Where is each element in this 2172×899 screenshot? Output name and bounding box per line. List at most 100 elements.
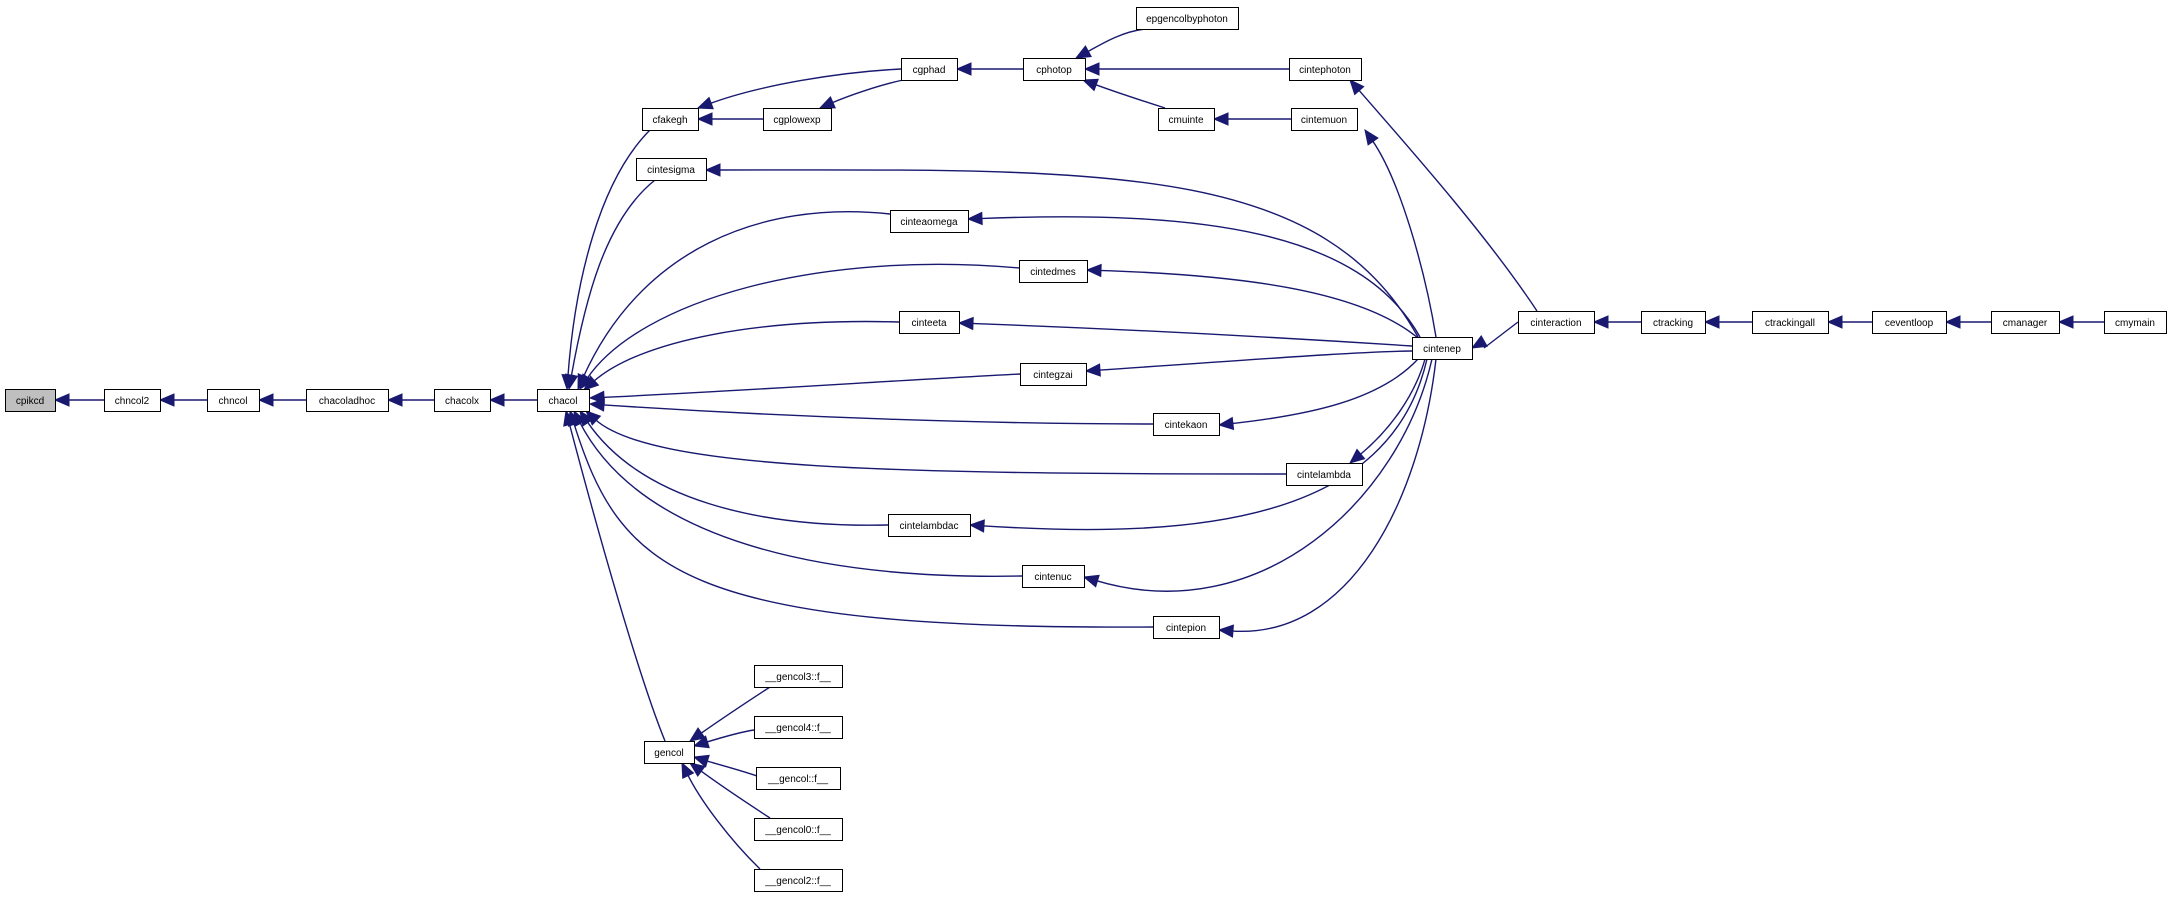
edge-line bbox=[717, 169, 1419, 338]
edge-cintenep-to-cintedmes bbox=[1085, 263, 1419, 339]
node-cintelambdac[interactable]: cintelambdac bbox=[888, 514, 971, 537]
node-chncol2[interactable]: chncol2 bbox=[104, 389, 161, 412]
node-chacoladhoc[interactable]: chacoladhoc bbox=[306, 389, 389, 412]
node-label: cintepion bbox=[1166, 623, 1206, 634]
node-gencol2[interactable]: __gencol2::f__ bbox=[754, 869, 843, 892]
edge-line bbox=[594, 418, 1287, 475]
node-chacolx[interactable]: chacolx bbox=[434, 389, 491, 412]
node-box bbox=[888, 514, 971, 537]
edge-cintelambdac-to-chacol bbox=[579, 409, 889, 526]
edge-line bbox=[592, 320, 900, 383]
node-cmanager[interactable]: cmanager bbox=[1991, 311, 2060, 334]
node-box bbox=[537, 389, 590, 412]
arrowhead-cintesigma>chacol bbox=[564, 373, 579, 391]
node-gencol3[interactable]: __gencol3::f__ bbox=[754, 665, 843, 688]
edge-line bbox=[1094, 83, 1166, 109]
edge-cinteaomega-to-chacol bbox=[577, 211, 891, 391]
node-cpikcd[interactable]: cpikcd bbox=[5, 389, 56, 412]
node-cphotop[interactable]: cphotop bbox=[1023, 58, 1086, 81]
edge-gencol4-to-gencol bbox=[692, 729, 755, 749]
edges-layer bbox=[53, 28, 2104, 870]
node-cintedmes[interactable]: cintedmes bbox=[1019, 260, 1088, 283]
edge-chacolx-to-chacoladhoc bbox=[386, 393, 434, 407]
node-cintesigma[interactable]: cintesigma bbox=[636, 158, 707, 181]
node-cinteraction[interactable]: cinteraction bbox=[1518, 311, 1595, 334]
node-cmymain[interactable]: cmymain bbox=[2104, 311, 2167, 334]
edge-epgencolbyphoton-to-cphotop bbox=[1074, 28, 1146, 59]
node-ceventloop[interactable]: ceventloop bbox=[1872, 311, 1947, 334]
arrowhead-cintephoton>cphotop bbox=[1083, 62, 1100, 76]
node-ctracking[interactable]: ctracking bbox=[1641, 311, 1706, 334]
node-box bbox=[754, 665, 843, 688]
edge-cintenep-to-cintegzai bbox=[1084, 350, 1413, 377]
node-gencolf[interactable]: __gencol::f__ bbox=[756, 767, 841, 790]
node-label: cintenuc bbox=[1034, 572, 1071, 583]
arrowhead-cgplowexp>cfakegh bbox=[696, 112, 713, 126]
arrowhead-cintemuon>cmuinte bbox=[1212, 112, 1229, 126]
node-ctrackingall[interactable]: ctrackingall bbox=[1752, 311, 1829, 334]
edge-line bbox=[1358, 358, 1426, 456]
node-box bbox=[901, 58, 958, 81]
node-box bbox=[756, 767, 841, 790]
node-epgencolbyphoton[interactable]: epgencolbyphoton bbox=[1136, 7, 1239, 30]
node-cintekaon[interactable]: cintekaon bbox=[1153, 413, 1220, 436]
node-cintenuc[interactable]: cintenuc bbox=[1022, 565, 1085, 588]
node-gencol0[interactable]: __gencol0::f__ bbox=[754, 818, 843, 841]
node-box bbox=[636, 158, 707, 181]
node-cfakegh[interactable]: cfakegh bbox=[642, 108, 699, 131]
edge-cintenep-to-cintenuc bbox=[1082, 358, 1433, 592]
node-label: ctrackingall bbox=[1765, 318, 1815, 329]
node-chncol[interactable]: chncol bbox=[207, 389, 260, 412]
node-cintenep[interactable]: cintenep bbox=[1412, 337, 1473, 360]
node-cinteaomega[interactable]: cinteaomega bbox=[890, 210, 969, 233]
node-box bbox=[1289, 58, 1362, 81]
arrowhead-cintenep>cintelambda bbox=[1349, 448, 1366, 464]
edge-chncol-to-chncol2 bbox=[158, 393, 207, 407]
nodes-layer: cpikcd chncol2 chncol chacoladhoc chacolx cha… bbox=[5, 7, 2167, 892]
node-box bbox=[890, 210, 969, 233]
node-box bbox=[1991, 311, 2060, 334]
edge-cintenep-to-cintelambda bbox=[1349, 358, 1426, 464]
edge-line bbox=[582, 211, 891, 379]
arrowhead-cintenep>cintelambdac bbox=[968, 519, 985, 533]
node-cintegzai[interactable]: cintegzai bbox=[1020, 363, 1087, 386]
node-gencol4[interactable]: __gencol4::f__ bbox=[754, 716, 843, 739]
node-cmuinte[interactable]: cmuinte bbox=[1158, 108, 1215, 131]
node-cinteeta[interactable]: cinteeta bbox=[899, 311, 960, 334]
edge-chacoladhoc-to-chncol bbox=[257, 393, 306, 407]
edge-chacol-to-chacolx bbox=[488, 393, 537, 407]
node-cintepion[interactable]: cintepion bbox=[1153, 616, 1220, 639]
arrowhead-cmymain>cmanager bbox=[2057, 315, 2074, 329]
edge-cinteeta-to-chacol bbox=[583, 320, 900, 391]
arrowhead-gencol4>gencol bbox=[692, 735, 710, 749]
node-label: cintenep bbox=[1423, 344, 1461, 355]
node-box bbox=[1153, 616, 1220, 639]
node-label: cintelambdac bbox=[900, 521, 959, 532]
node-cintelambda[interactable]: cintelambda bbox=[1286, 463, 1363, 486]
node-label: cgplowexp bbox=[773, 115, 821, 126]
node-box bbox=[1412, 337, 1473, 360]
arrowhead-ceventloop>ctrackingall bbox=[1826, 315, 1843, 329]
node-cgplowexp[interactable]: cgplowexp bbox=[763, 108, 832, 131]
node-box bbox=[5, 389, 56, 412]
edge-line bbox=[699, 686, 771, 735]
node-cintemuon[interactable]: cintemuon bbox=[1291, 108, 1358, 131]
node-chacol[interactable]: chacol bbox=[537, 389, 590, 412]
edge-cintenuc-to-chacol bbox=[573, 409, 1023, 577]
edge-line bbox=[1098, 269, 1419, 339]
node-gencol[interactable]: gencol bbox=[644, 741, 695, 764]
edge-line bbox=[699, 769, 771, 819]
node-box bbox=[1023, 58, 1086, 81]
node-label: cintemuon bbox=[1301, 115, 1347, 126]
edge-line bbox=[1357, 88, 1538, 312]
edge-line bbox=[1230, 358, 1437, 632]
node-cintephoton[interactable]: cintephoton bbox=[1289, 58, 1362, 81]
node-label: chncol2 bbox=[115, 396, 150, 407]
edge-line bbox=[578, 421, 1023, 577]
edge-cintemuon-to-cmuinte bbox=[1212, 112, 1291, 126]
edge-gencol0-to-gencol bbox=[688, 762, 771, 819]
edge-line bbox=[830, 79, 904, 104]
node-cgphad[interactable]: cgphad bbox=[901, 58, 958, 81]
node-box bbox=[1153, 413, 1220, 436]
node-box bbox=[434, 389, 491, 412]
